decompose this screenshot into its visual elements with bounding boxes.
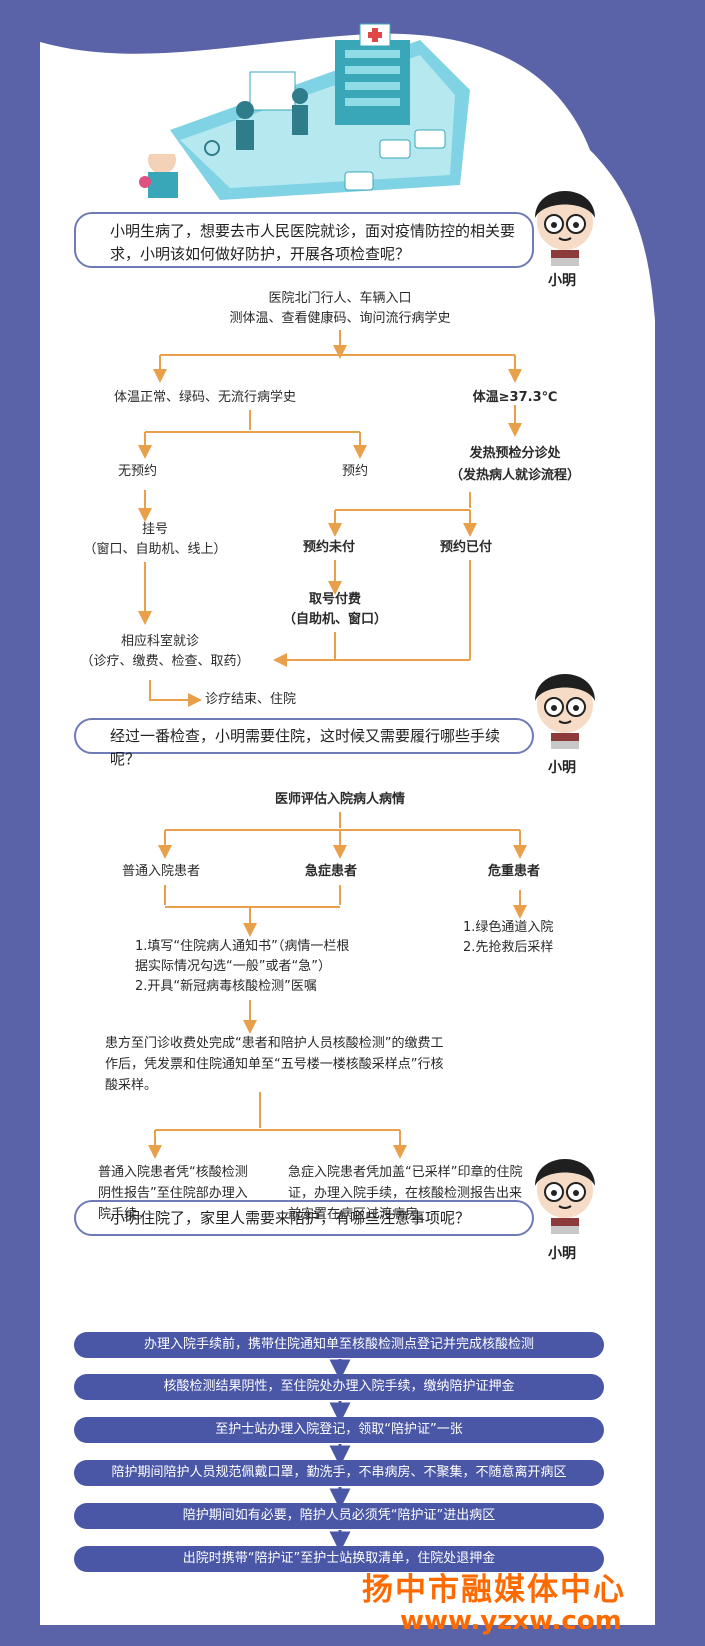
question-text-1: 小明生病了，想要去市人民医院就诊，面对疫情防控的相关要求，小明该如何做好防护，开… xyxy=(110,222,516,263)
question-text-3: 小明住院了，家里人需要来陪护，有哪些注意事项呢？ xyxy=(110,1209,471,1227)
flow2-fill-line2: 据实际情况勾选“一般”或者“急”） xyxy=(135,959,331,974)
flow1-department-line2: （诊疗、缴费、检查、取药） xyxy=(80,654,250,669)
flow1-register-line2: （窗口、自助机、线上） xyxy=(83,542,227,557)
character-name-2: 小明 xyxy=(548,760,576,776)
question-bubble-2: 经过一番检查，小明需要住院，这时候又需要履行哪些手续呢？ xyxy=(74,718,534,768)
flow1-connectors xyxy=(138,330,522,707)
flow1-pay-line1: 取号付费 xyxy=(308,592,361,607)
flow2-fill-line1: 1.填写“住院病人通知书”（病情一栏根 xyxy=(135,939,350,954)
question-bubble-1: 小明生病了，想要去市人民医院就诊，面对疫情防控的相关要求，小明该如何做好防护，开… xyxy=(74,212,534,268)
flow2-assess: 医师评估入院病人病情 xyxy=(274,792,405,807)
step-pill-3: 至护士站办理入院登记，领取“陪护证”一张 xyxy=(74,1417,604,1443)
flow1-end: 诊疗结束、住院 xyxy=(205,692,297,707)
flow1-department-line1: 相应科室就诊 xyxy=(120,634,199,649)
step-pill-5: 陪护期间如有必要，陪护人员必须凭“陪护证”进出病区 xyxy=(74,1503,604,1529)
flow1-register-line1: 挂号 xyxy=(141,522,168,537)
step-text-2: 核酸检测结果阴性，至住院处办理入院手续，缴纳陪护证押金 xyxy=(163,1379,515,1394)
flow2-fill-line3: 2.开具“新冠病毒核酸检测”医嘱 xyxy=(135,979,317,994)
flow1-normal: 体温正常、绿码、无流行病学史 xyxy=(113,390,296,405)
step-pill-1: 办理入院手续前，携带住院通知单至核酸检测点登记并完成核酸检测 xyxy=(74,1332,604,1358)
flow2-regular-result: 普通入院患者凭“核酸检测阴性报告”至住院部办理入院手续。 xyxy=(98,1165,248,1222)
flow2-critical-patient: 危重患者 xyxy=(488,864,541,879)
flow2-critical-step1: 1.绿色通道入院 xyxy=(463,920,554,935)
step-pill-2: 核酸检测结果阴性，至住院处办理入院手续，缴纳陪护证押金 xyxy=(74,1374,604,1400)
step-text-4: 陪护期间陪护人员规范佩戴口罩，勤洗手，不串病房、不聚集，不随意离开病区 xyxy=(111,1465,567,1480)
hospital-illustration xyxy=(139,23,470,200)
flow1-no-appointment: 无预约 xyxy=(118,464,158,479)
flow1-fever-clinic-line1: 发热预检分诊处 xyxy=(469,446,561,461)
step-text-5: 陪护期间如有必要，陪护人员必须凭“陪护证”进出病区 xyxy=(182,1508,496,1523)
watermark-url: www.yzxw.com xyxy=(400,1606,622,1636)
xiaoming-avatar-3 xyxy=(535,1159,595,1234)
flow2-emergency-result: 急症入院患者凭加盖“已采样”印章的住院证，办理入院手续，在核酸检测报告出来前安置… xyxy=(288,1165,523,1222)
step-text-3: 至护士站办理入院登记，领取“陪护证”一张 xyxy=(215,1422,463,1437)
xiaoming-avatar-1 xyxy=(535,191,595,266)
flow1-fever-clinic-line2: （发热病人就诊流程） xyxy=(449,468,580,483)
flow1-entry-line2: 测体温、查看健康码、询问流行病学史 xyxy=(229,311,451,326)
step-pill-4: 陪护期间陪护人员规范佩戴口罩，勤洗手，不串病房、不聚集，不随意离开病区 xyxy=(74,1460,604,1486)
flow2-connectors xyxy=(148,812,527,1159)
xiaoming-avatar-2 xyxy=(535,674,595,749)
flow1-fever: 体温≥37.3℃ xyxy=(472,390,558,405)
question-bubble-3: 小明住院了，家里人需要来陪护，有哪些注意事项呢？ xyxy=(74,1200,534,1236)
flow2-regular-patient: 普通入院患者 xyxy=(122,864,201,879)
question-text-2: 经过一番检查，小明需要住院，这时候又需要履行哪些手续呢？ xyxy=(110,727,501,768)
flow1-entry-line1: 医院北门行人、车辆入口 xyxy=(268,291,412,306)
flow1-pay-line2: （自助机、窗口） xyxy=(282,612,387,627)
flow2-critical-step2: 2.先抢救后采样 xyxy=(463,940,554,955)
flow2-payment-text: 患方至门诊收费处完成“患者和陪护人员核酸检测”的缴费工作后，凭发票和住院通知单至… xyxy=(105,1036,444,1093)
step-text-1: 办理入院手续前，携带住院通知单至核酸检测点登记并完成核酸检测 xyxy=(143,1337,534,1352)
flow2-emergency-patient: 急症患者 xyxy=(305,864,358,879)
step-pill-6: 出院时携带“陪护证”至护士站换取清单，住院处退押金 xyxy=(74,1546,604,1572)
step-text-6: 出院时携带“陪护证”至护士站换取清单，住院处退押金 xyxy=(182,1551,496,1566)
flow1-appointment: 预约 xyxy=(342,464,369,479)
flow1-appointment-unpaid: 预约未付 xyxy=(303,540,356,555)
watermark-title: 扬中市融媒体中心 xyxy=(362,1572,626,1608)
character-name-3: 小明 xyxy=(548,1246,576,1262)
character-name-1: 小明 xyxy=(548,273,576,289)
flow1-appointment-paid: 预约已付 xyxy=(440,540,493,555)
